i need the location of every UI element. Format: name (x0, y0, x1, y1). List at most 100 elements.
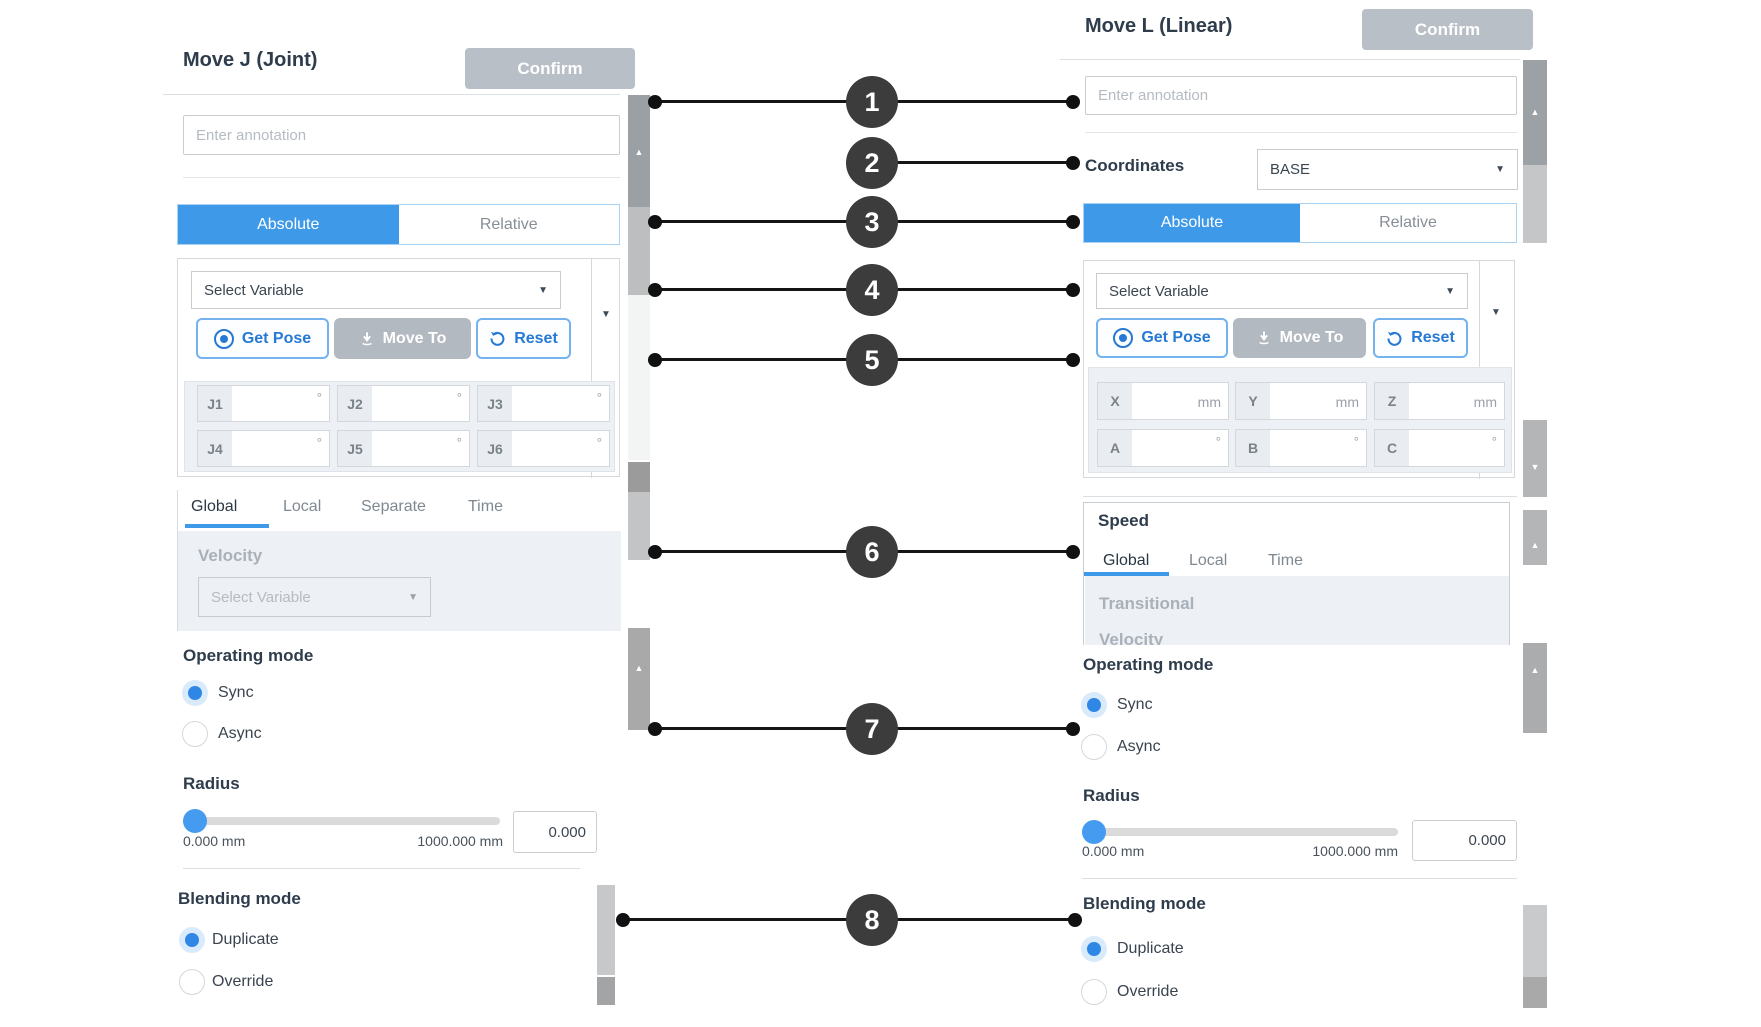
joint-field-j4[interactable]: J4 ° (197, 430, 330, 467)
scroll-up-icon[interactable]: ▲ (1530, 540, 1540, 550)
scrollbar-segment[interactable] (1523, 643, 1547, 733)
move-to-icon (361, 331, 372, 345)
callout-number-8: 8 (846, 894, 898, 946)
movel-radius-value-input[interactable] (1412, 820, 1517, 861)
pose-field-a[interactable]: A ° (1097, 429, 1229, 467)
movej-tab-relative[interactable]: Relative (479, 215, 538, 233)
movej-radius-value-input[interactable] (513, 811, 597, 853)
movel-radio-duplicate-label[interactable]: Duplicate (1117, 940, 1184, 957)
divider (183, 177, 620, 178)
movel-move-to-button[interactable]: Move To (1233, 318, 1366, 358)
movel-radio-sync-label[interactable]: Sync (1117, 696, 1153, 713)
movej-speedtab-global[interactable]: Global (191, 498, 238, 515)
scrollbar-segment[interactable] (628, 462, 650, 492)
movej-radio-async[interactable] (182, 721, 208, 747)
callout-dot (648, 283, 662, 297)
scroll-up-icon[interactable]: ▲ (1530, 107, 1540, 117)
movel-radio-override-label[interactable]: Override (1117, 983, 1179, 1000)
scrollbar-segment[interactable] (628, 492, 650, 560)
callout-dot (616, 913, 630, 927)
pose-expand-chevron-icon[interactable]: ▼ (1491, 307, 1501, 318)
movel-tab-relative[interactable]: Relative (1379, 214, 1437, 231)
scrollbar-segment[interactable] (1523, 510, 1547, 565)
movel-speedtab-global[interactable]: Global (1103, 552, 1150, 569)
movel-coordinates-select[interactable]: BASE ▼ (1257, 149, 1518, 190)
movej-radius-heading: Radius (183, 774, 240, 793)
scrollbar-segment[interactable] (597, 977, 615, 1005)
joint-field-j1[interactable]: J1 ° (197, 385, 330, 422)
scrollbar-segment[interactable] (597, 885, 615, 975)
movel-annotation-input[interactable] (1085, 76, 1517, 115)
movej-speedtab-separate[interactable]: Separate (361, 498, 426, 515)
scroll-up-icon[interactable]: ▲ (634, 663, 644, 673)
movej-velocity-select[interactable]: Select Variable ▼ (198, 577, 431, 617)
movej-radio-duplicate[interactable] (179, 927, 205, 953)
scroll-down-icon[interactable]: ▼ (1530, 462, 1540, 472)
pose-field-b[interactable]: B ° (1235, 429, 1367, 467)
movej-radio-sync-label[interactable]: Sync (218, 684, 254, 701)
callout-dot (1066, 215, 1080, 229)
movej-variable-select[interactable]: Select Variable ▼ (191, 271, 561, 309)
pose-field-z[interactable]: Z mm (1374, 382, 1505, 420)
movej-speed-section: Global Local Separate Time Velocity Sele… (177, 490, 621, 631)
scrollbar-segment[interactable] (1523, 420, 1547, 497)
movel-tab-absolute[interactable]: Absolute (1084, 204, 1300, 242)
movej-mode-tabs: Absolute Relative (177, 204, 620, 245)
scrollbar-segment[interactable] (628, 295, 650, 460)
scrollbar-segment[interactable] (1523, 165, 1547, 243)
scrollbar-segment[interactable] (628, 628, 650, 730)
pose-field-c[interactable]: C ° (1374, 429, 1505, 467)
movel-confirm-button[interactable]: Confirm (1362, 9, 1533, 50)
movel-radius-slider-thumb[interactable] (1082, 820, 1106, 844)
chevron-down-icon: ▼ (408, 591, 418, 603)
movej-radio-override-label[interactable]: Override (212, 973, 274, 990)
movej-annotation-input[interactable] (183, 115, 620, 155)
movel-radio-duplicate[interactable] (1081, 936, 1107, 962)
movel-radio-override[interactable] (1081, 979, 1107, 1005)
joint-field-j5[interactable]: J5 ° (337, 430, 470, 467)
degree-unit: ° (596, 390, 602, 405)
movej-tab-absolute[interactable]: Absolute (178, 205, 399, 244)
movej-radio-override[interactable] (179, 969, 205, 995)
movel-radio-sync[interactable] (1081, 692, 1107, 718)
movej-radius-slider-thumb[interactable] (183, 809, 207, 833)
movej-radio-sync[interactable] (182, 680, 208, 706)
movel-pose-group: Select Variable ▼ ▼ Get Pose Move To Res… (1083, 260, 1515, 479)
movej-get-pose-label: Get Pose (241, 329, 312, 347)
movel-speed-body: Transitional Velocity (1085, 576, 1509, 645)
pose-expand-chevron-icon[interactable]: ▼ (601, 309, 611, 320)
scroll-up-icon[interactable]: ▲ (634, 147, 644, 157)
scroll-up-icon[interactable]: ▲ (1530, 665, 1540, 675)
movel-coordinates-value: BASE (1270, 161, 1311, 178)
movel-radio-async[interactable] (1081, 734, 1107, 760)
movej-speedtab-time[interactable]: Time (468, 498, 503, 515)
movel-speedtab-time[interactable]: Time (1268, 552, 1303, 569)
movej-speedtab-local[interactable]: Local (283, 498, 322, 515)
joint-field-j3[interactable]: J3 ° (477, 385, 610, 422)
callout-dot (1068, 913, 1082, 927)
pose-field-x[interactable]: X mm (1097, 382, 1229, 420)
scrollbar-segment[interactable] (628, 95, 650, 207)
joint-field-j2[interactable]: J2 ° (337, 385, 470, 422)
scrollbar-segment[interactable] (1523, 977, 1547, 1008)
movel-reset-button[interactable]: Reset (1373, 318, 1468, 358)
scrollbar-segment[interactable] (628, 207, 650, 295)
movej-radio-duplicate-label[interactable]: Duplicate (212, 931, 279, 948)
movej-confirm-button[interactable]: Confirm (465, 48, 635, 89)
pose-field-y[interactable]: Y mm (1235, 382, 1367, 420)
movej-radius-slider[interactable] (183, 817, 500, 825)
movej-get-pose-button[interactable]: Get Pose (196, 318, 329, 359)
scrollbar-segment[interactable] (1523, 60, 1547, 165)
scrollbar-segment[interactable] (1523, 905, 1547, 977)
joint-field-j6[interactable]: J6 ° (477, 430, 610, 467)
movel-radio-async-label[interactable]: Async (1117, 738, 1161, 755)
movej-radio-async-label[interactable]: Async (218, 725, 262, 742)
movel-get-pose-button[interactable]: Get Pose (1096, 318, 1228, 358)
degree-unit: ° (316, 390, 322, 405)
movel-variable-select[interactable]: Select Variable ▼ (1096, 273, 1468, 309)
movej-reset-button[interactable]: Reset (476, 318, 571, 359)
movej-move-to-button[interactable]: Move To (334, 318, 471, 359)
movel-radius-slider[interactable] (1082, 828, 1398, 836)
field-label: J5 (338, 431, 372, 466)
movel-speedtab-local[interactable]: Local (1189, 552, 1228, 569)
